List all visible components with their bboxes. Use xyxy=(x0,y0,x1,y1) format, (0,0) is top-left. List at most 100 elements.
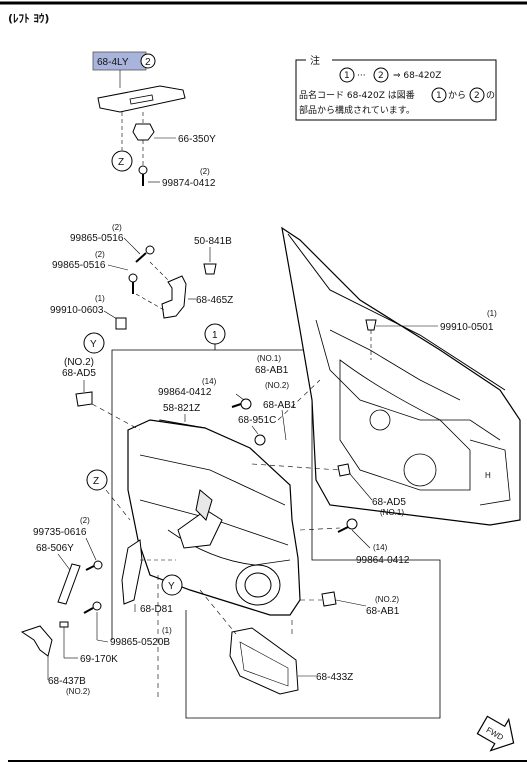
leader-line xyxy=(351,529,371,549)
label-99735-0616: 99735-0616 xyxy=(33,527,87,538)
panel-68-433Z-inner xyxy=(239,641,289,687)
leader-line xyxy=(123,237,141,255)
screw-99864-0412-a xyxy=(231,398,252,410)
label-68-AB1-b: 68-AB1 xyxy=(263,400,297,411)
ref-z-mid: Z xyxy=(93,476,99,487)
label-68-AB1-a: 68-AB1 xyxy=(255,365,289,376)
label-68-951C: 68-951C xyxy=(238,415,276,426)
qty-99735: (2) xyxy=(80,516,90,525)
qty-68-AD5-no2: (NO.2) xyxy=(64,357,94,368)
clip-68-AD5-no1 xyxy=(337,463,351,477)
note-line2-end: の xyxy=(486,91,495,101)
qty-68-AD5-no1: (NO.1) xyxy=(380,508,404,517)
note-circle-2: 2 xyxy=(378,71,384,81)
note-line2-mid: から xyxy=(448,90,466,101)
clip-99910-0603 xyxy=(115,317,127,330)
cap-69-170K xyxy=(59,621,69,628)
label-99910-0501: 99910-0501 xyxy=(440,322,494,333)
label-68-D81: 68-D81 xyxy=(140,604,173,615)
clip-50-841B xyxy=(203,263,217,275)
inner-handle-68-D81 xyxy=(121,539,143,605)
screw-99865-0516-b xyxy=(128,273,138,294)
label-68-433Z: 68-433Z xyxy=(316,672,353,683)
qty-99865c: (1) xyxy=(162,626,172,635)
ref-1: 1 xyxy=(212,330,218,341)
dash-line xyxy=(149,261,171,283)
screw-99865-0520B xyxy=(83,601,102,614)
fwd-arrow-icon: FWD xyxy=(476,715,515,752)
leader-line xyxy=(107,264,129,271)
dash-line xyxy=(135,293,165,311)
leader-line xyxy=(57,553,71,571)
label-68-506Y: 68-506Y xyxy=(36,543,74,554)
screw-99735-0616 xyxy=(85,560,103,571)
qty-68-AB1-no1: (NO.1) xyxy=(257,354,281,363)
clip-66-350Y xyxy=(132,123,155,141)
highlight-part-68-4LY[interactable]: 68-4LY 2 xyxy=(92,51,156,71)
ref-circle-z-top xyxy=(111,150,133,172)
note-line2-circle-2: 2 xyxy=(474,91,480,101)
label-99864-0412-a: 99864-0412 xyxy=(158,387,212,398)
label-50-841B: 50-841B xyxy=(194,236,232,247)
note-arrow: ⇒ 68-420Z xyxy=(393,71,441,81)
note-line2: 品名コード 68-420Z は図番 xyxy=(299,89,415,101)
leader-line xyxy=(235,393,245,401)
label-58-821Z: 58-821Z xyxy=(163,403,200,414)
label-99865-0520B: 99865-0520B xyxy=(110,637,170,648)
alignment-dashes xyxy=(91,379,341,700)
leader-line xyxy=(85,537,97,561)
ref-circle-y-lower xyxy=(161,574,183,596)
panel-68-433Z xyxy=(229,627,299,695)
qty-99910b: (1) xyxy=(487,309,497,318)
label-68-AB1-c: 68-AB1 xyxy=(366,606,400,617)
screw-99874-0412 xyxy=(138,165,148,186)
label-66-350Y: 66-350Y xyxy=(178,134,216,145)
qty-99874: (2) xyxy=(200,167,210,176)
label-99874-0412: 99874-0412 xyxy=(162,178,216,189)
ref-circle-z-mid xyxy=(86,469,108,491)
ref-circle-y-left xyxy=(83,332,105,354)
qty-99865b: (2) xyxy=(95,250,105,259)
highlight-part-label: 68-4LY xyxy=(97,57,129,68)
leader-line xyxy=(251,425,259,435)
screw-99865-0516-a xyxy=(135,245,155,263)
leader-line xyxy=(349,473,373,501)
ref-y-lower: Y xyxy=(168,581,175,592)
clip-68-AD5-no2 xyxy=(75,391,93,407)
grommet-68-951C xyxy=(254,434,266,446)
label-68-AD5-b: 68-AD5 xyxy=(372,497,406,508)
qty-99910a: (1) xyxy=(95,294,105,303)
bracket-68-437B xyxy=(20,625,53,657)
screw-99864-0412-b xyxy=(337,518,358,533)
door-h-mark: H xyxy=(485,471,491,480)
label-68-437B: 68-437B xyxy=(48,676,86,687)
leader-line xyxy=(96,639,109,643)
door-shell: H xyxy=(281,226,521,526)
clip-68-AB1-no2-lower xyxy=(321,591,337,607)
qty-68-437B: (NO.2) xyxy=(66,687,90,696)
note-circle-1: 1 xyxy=(344,71,350,81)
qty-99864b: (14) xyxy=(373,543,388,552)
label-68-AD5-a: 68-AD5 xyxy=(62,368,96,379)
ref-z-top: Z xyxy=(118,157,124,168)
clip-99910-0501 xyxy=(365,319,377,331)
note-line2-circle-1: 1 xyxy=(436,91,442,101)
page-title: (ﾚﾌﾄ ﾖｳ) xyxy=(8,12,49,25)
label-99910-0603: 99910-0603 xyxy=(50,305,104,316)
leader-line xyxy=(103,310,118,320)
door-trim-panel xyxy=(127,419,301,616)
qty-99865a: (2) xyxy=(112,223,122,232)
leader-line xyxy=(335,599,367,607)
label-69-170K: 69-170K xyxy=(80,654,118,665)
leader-line xyxy=(281,409,287,441)
note-heading: 注 xyxy=(310,54,320,67)
bracket-68-465Z xyxy=(161,275,187,319)
qty-68-AB1-no2-lower: (NO.2) xyxy=(375,595,399,604)
ref-y-left: Y xyxy=(90,339,97,350)
qty-99864a: (14) xyxy=(202,377,217,386)
note-line3: 部品から構成されています。 xyxy=(299,104,415,116)
label-99865-0516-b: 99865-0516 xyxy=(52,260,106,271)
qty-68-AB1-no2: (NO.2) xyxy=(265,381,289,390)
label-68-465Z: 68-465Z xyxy=(196,295,233,306)
